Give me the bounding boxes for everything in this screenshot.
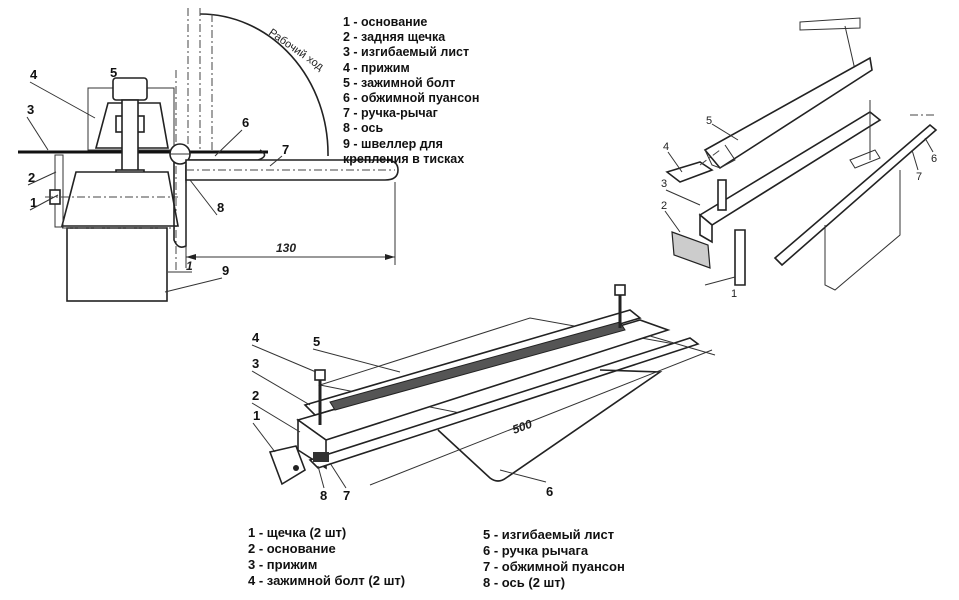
callout-8: 8 [217,200,224,215]
legend-item: 4 - прижим [343,60,410,75]
exploded-callout-7: 7 [916,171,922,183]
dimension-130: 130 [276,241,296,255]
legend-item: 3 - изгибаемый лист [343,45,470,60]
base [60,171,179,227]
legend-item: крепления в тисках [343,151,465,166]
legend-item: 1 - щечка (2 шт) [248,525,347,540]
assembly-callout-8: 8 [320,488,327,503]
bolt-head [112,77,148,101]
exploded-callout-6: 6 [931,153,937,165]
legend-item: 5 - зажимной болт [343,75,456,90]
assembly-base [296,319,671,441]
exploded-callout-1: 1 [731,288,737,300]
exploded-callout-3: 3 [661,178,667,190]
exploded-callout-5: 5 [706,115,712,127]
legend-item: 7 - ручка-рычаг [343,106,438,121]
callout-5: 5 [110,65,117,80]
legend-item: 9 - швеллер для [343,136,443,151]
exploded-view-drawing: 5 4 3 2 1 6 7 [661,17,938,300]
arc-label: Рабочий ход [266,27,326,74]
assembly-hatched-strip [329,321,626,411]
exploded-clamp-bar [703,56,873,170]
callout-1: 1 [30,195,37,210]
assembly-callout-7: 7 [343,488,350,503]
assembly-callout-4: 4 [252,330,260,345]
exploded-callout-2: 2 [661,200,667,212]
callout-4: 4 [30,67,38,82]
section-view-drawing: Рабочий ход [18,8,399,302]
assembly-callout-1: 1 [253,408,260,423]
assembly-callout-5: 5 [313,334,320,349]
legend-item: 5 - изгибаемый лист [483,527,615,542]
callout-3: 3 [27,102,34,117]
assembly-view-drawing: 500 4 5 3 2 1 8 7 6 [251,284,716,503]
legend-item: 2 - задняя щечка [343,30,446,45]
assembly-callout-6: 6 [546,484,553,499]
legend-item: 8 - ось [343,121,384,136]
assembly-handle-rod [437,369,663,482]
lever-handle [185,159,399,181]
legend-item: 6 - ручка рычага [483,543,589,558]
legend-item: 1 - основание [343,15,428,29]
callout-6: 6 [242,115,249,130]
legend-item: 7 - обжимной пуансон [483,559,625,574]
dimension-gap: 1 [186,259,193,273]
assembly-callout-3: 3 [252,356,259,371]
exploded-handle-bar [773,123,938,267]
assembly-cheek [268,445,306,486]
exploded-base [698,111,882,226]
legend-item: 2 - основание [248,541,336,556]
section-callouts: 1 2 3 4 5 6 7 8 9 [26,65,289,293]
callout-7: 7 [282,142,289,157]
dimension-500: 500 [510,417,534,437]
exploded-callout-4: 4 [663,141,669,153]
assembly-legend-right: 5 - изгибаемый лист 6 - ручка рычага 7 -… [483,527,625,591]
legend-item: 3 - прижим [248,557,318,572]
section-legend: 1 - основание 2 - задняя щечка 3 - изгиб… [343,15,479,167]
working-stroke-arc [199,13,329,157]
legend-item: 4 - зажимной болт (2 шт) [248,573,406,588]
vise-channel [66,227,168,302]
legend-item: 8 - ось (2 шт) [483,575,566,590]
callout-2: 2 [28,170,35,185]
assembly-legend-left: 1 - щечка (2 шт) 2 - основание 3 - прижи… [248,525,405,589]
callout-9: 9 [222,263,229,278]
legend-item: 6 - обжимной пуансон [343,91,480,106]
assembly-callout-2: 2 [252,388,259,403]
